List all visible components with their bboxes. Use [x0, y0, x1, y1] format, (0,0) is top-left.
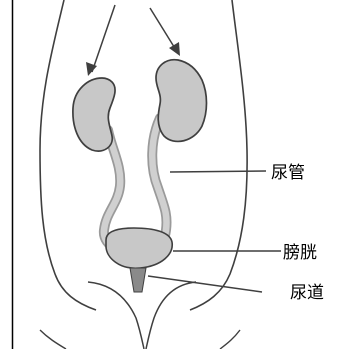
body-outline-left-leg [40, 330, 66, 349]
urethra [130, 268, 146, 292]
arrow-right-head [169, 42, 180, 56]
body-outline-right [190, 0, 247, 310]
arrow-right-line [150, 8, 176, 50]
label-ureter: 尿管 [271, 163, 305, 183]
bladder [106, 228, 172, 268]
label-bladder: 膀胱 [283, 243, 317, 263]
callout-ureter-line [170, 171, 266, 172]
groin-line-right [146, 282, 196, 349]
arrow-left-line [92, 5, 115, 72]
body-outline-left [40, 0, 96, 310]
label-urethra: 尿道 [290, 283, 324, 303]
body-outline-right-leg [220, 330, 240, 349]
kidney-right [156, 60, 207, 142]
kidney-left [73, 78, 115, 151]
callout-urethra-line [148, 276, 262, 292]
